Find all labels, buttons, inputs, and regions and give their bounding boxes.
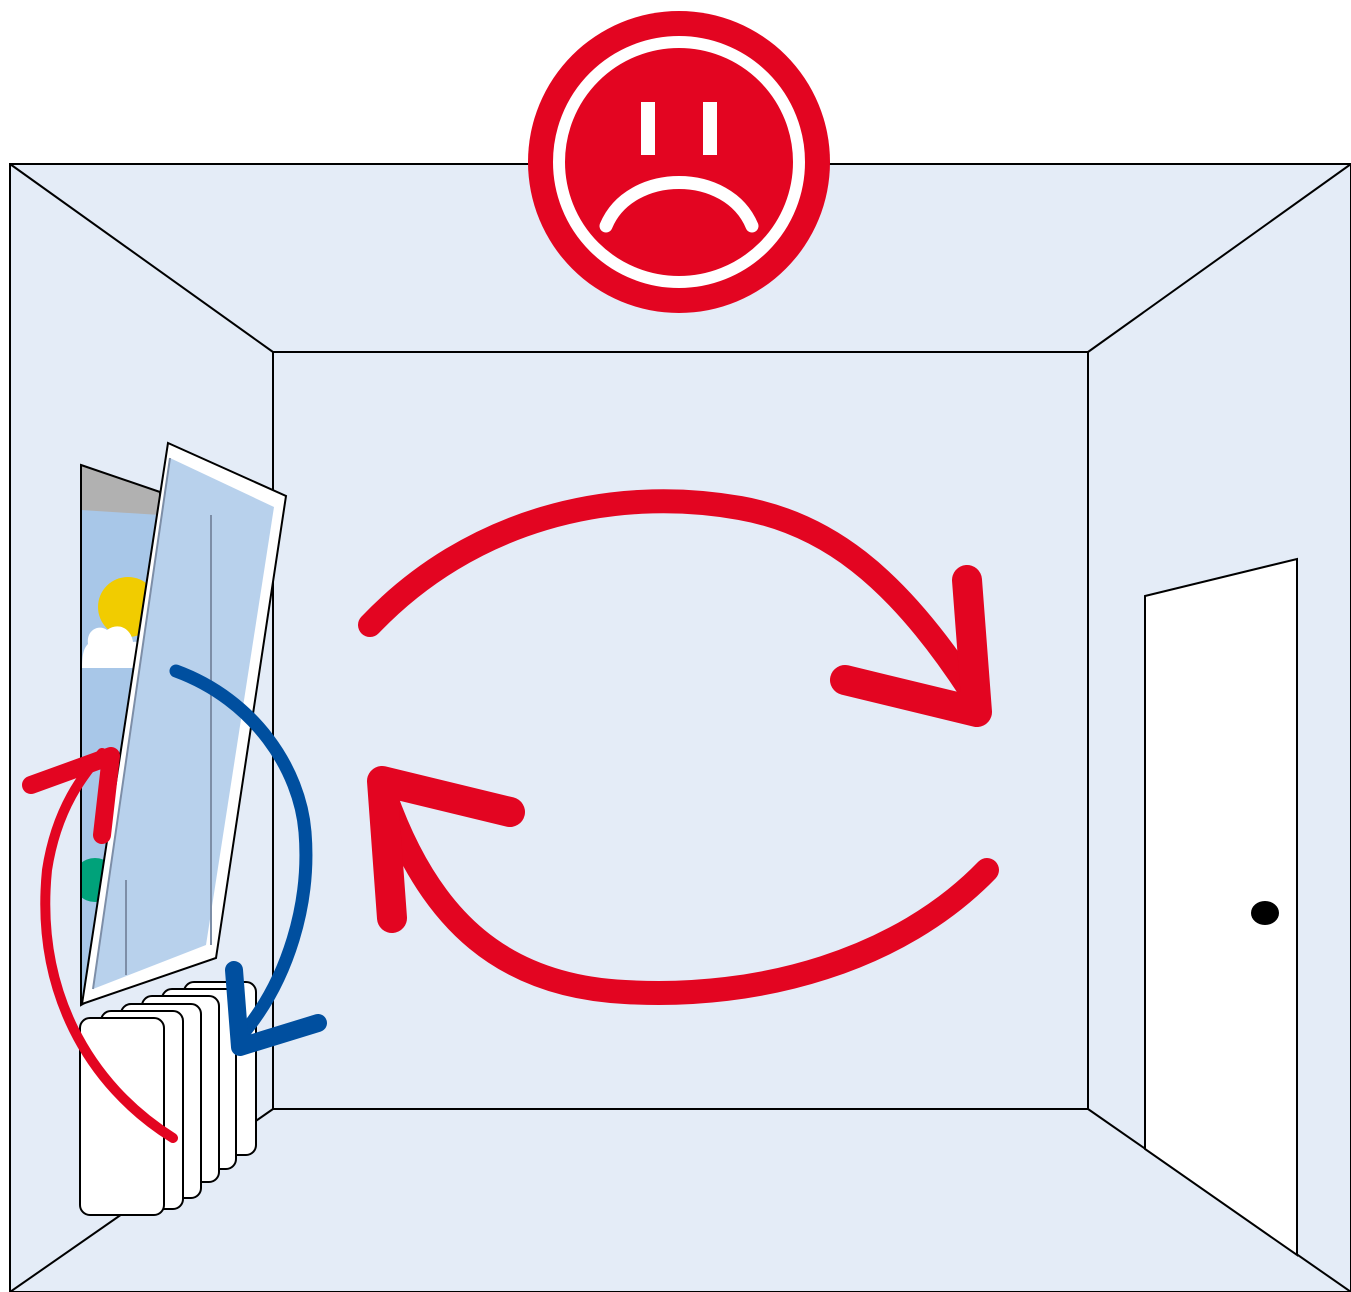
closed-door	[1145, 559, 1297, 1255]
sad-face-icon	[528, 11, 830, 313]
sad-face-badge	[528, 11, 830, 313]
radiator-front	[80, 1018, 164, 1215]
door-knob	[1251, 901, 1279, 925]
